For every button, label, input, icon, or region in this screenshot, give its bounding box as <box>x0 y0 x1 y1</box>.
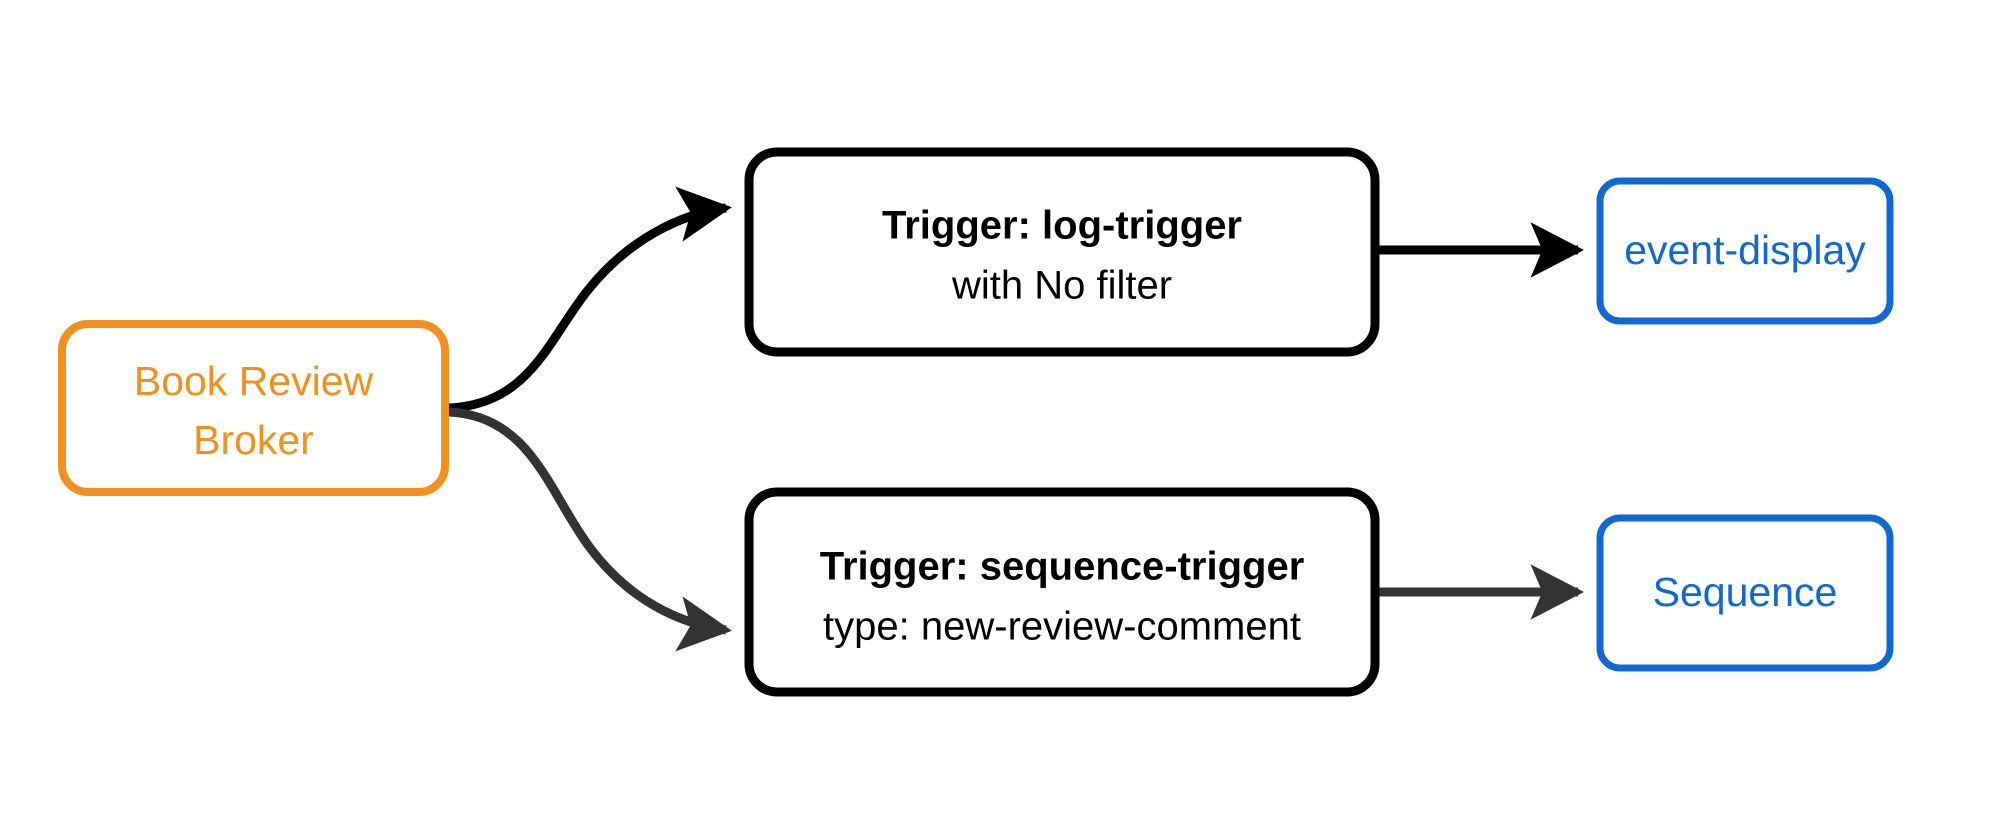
node-event-display[interactable]: event-display <box>1596 177 1894 325</box>
node-log-trigger[interactable]: Trigger: log-trigger with No filter <box>744 147 1380 357</box>
sequence-label: Sequence <box>1653 569 1838 615</box>
broker-box[interactable] <box>58 320 449 496</box>
broker-label-line1: Book Review <box>134 358 374 404</box>
edge-broker-to-log-trigger <box>448 186 732 413</box>
event-display-box[interactable] <box>1596 177 1894 325</box>
node-sequence-trigger[interactable]: Trigger: sequence-trigger type: new-revi… <box>744 487 1380 697</box>
sequence-trigger-subtitle: type: new-review-comment <box>823 605 1301 649</box>
log-trigger-box[interactable] <box>744 147 1380 357</box>
log-trigger-title: Trigger: log-trigger <box>882 204 1242 248</box>
edge-broker-to-sequence-trigger <box>448 407 732 652</box>
event-display-label: event-display <box>1624 227 1866 273</box>
node-sequence[interactable]: Sequence <box>1596 514 1894 672</box>
edges-layer <box>448 186 1584 652</box>
broker-label-line2: Broker <box>193 417 314 463</box>
node-book-review-broker[interactable]: Book Review Broker <box>58 320 449 496</box>
sequence-trigger-title: Trigger: sequence-trigger <box>820 545 1305 589</box>
sequence-trigger-box[interactable] <box>744 487 1380 697</box>
log-trigger-subtitle: with No filter <box>951 264 1172 308</box>
sequence-box[interactable] <box>1596 514 1894 672</box>
